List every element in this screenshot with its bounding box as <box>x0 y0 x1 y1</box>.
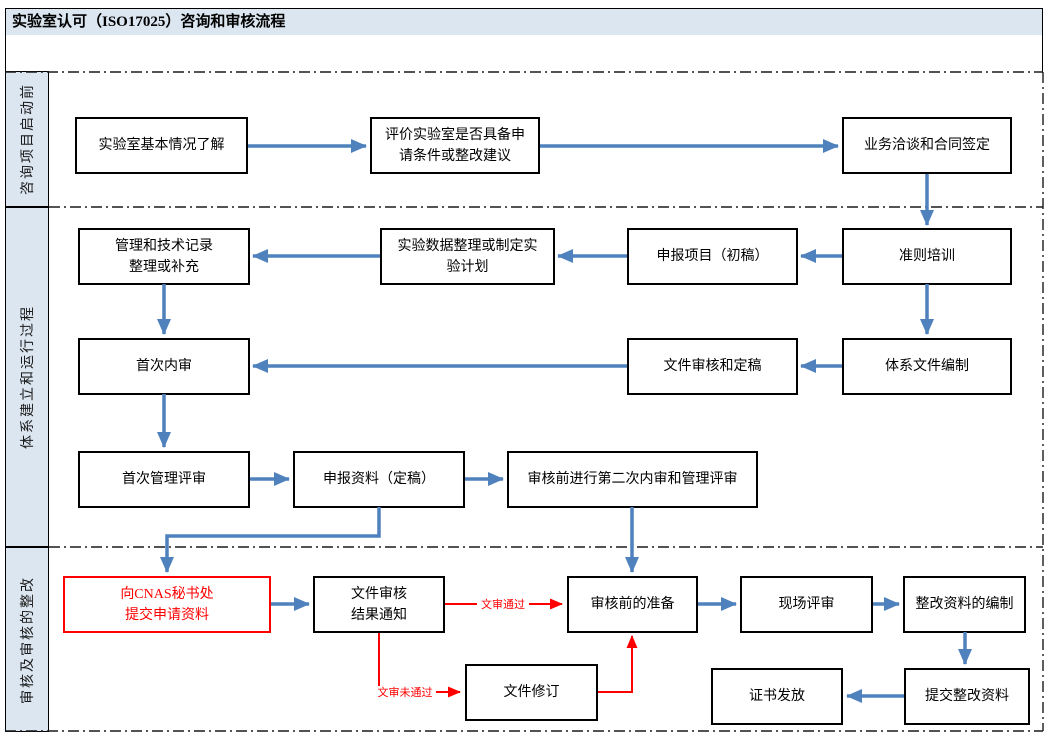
node-certificate-issuance: 证书发放 <box>711 668 843 725</box>
node-document-revision: 文件修订 <box>465 664 598 721</box>
node-first-management-review: 首次管理评审 <box>78 451 250 508</box>
node-application-draft: 申报项目（初稿） <box>627 228 798 285</box>
node-experiment-data-plan: 实验数据整理或制定实 验计划 <box>380 228 555 285</box>
lane-label-text: 咨询项目启动前 <box>21 83 36 195</box>
node-submit-to-cnas: 向CNAS秘书处 提交申请资料 <box>63 576 271 633</box>
lane-label-text: 体系建立和运行过程 <box>21 305 36 449</box>
lane-label-system-setup-operation: 体系建立和运行过程 <box>5 207 49 547</box>
edge-label-doc-review-fail: 文审未通过 <box>378 685 433 699</box>
header-empty-row <box>5 35 1043 72</box>
edge-f1-e3-return <box>598 635 638 693</box>
node-pre-audit-preparation: 审核前的准备 <box>567 576 698 633</box>
lane-label-audit-rectification: 审核及审核的整改 <box>5 547 49 732</box>
node-application-final: 申报资料（定稿） <box>293 451 465 508</box>
page-title: 实验室认可（ISO17025）咨询和审核流程 <box>5 8 1043 36</box>
edge-d2-e1 <box>160 507 381 573</box>
node-document-review-result: 文件审核 结果通知 <box>313 576 445 633</box>
node-business-negotiation: 业务洽谈和合同签定 <box>842 117 1012 174</box>
node-records-supplement: 管理和技术记录 整理或补充 <box>78 228 250 285</box>
node-criteria-training: 准则培训 <box>842 228 1012 285</box>
node-system-document-compilation: 体系文件编制 <box>842 338 1012 395</box>
edge-label-doc-review-pass: 文审通过 <box>481 597 525 611</box>
node-onsite-assessment: 现场评审 <box>740 576 873 633</box>
lane-label-before-project-start: 咨询项目启动前 <box>5 71 49 207</box>
node-second-internal-audit-review: 审核前进行第二次内审和管理评审 <box>507 451 758 508</box>
edge-label-bg-pass <box>477 597 529 611</box>
node-submit-rectification-material: 提交整改资料 <box>904 668 1030 725</box>
lane-label-text: 审核及审核的整改 <box>21 575 36 704</box>
node-lab-overview: 实验室基本情况了解 <box>75 117 248 174</box>
node-rectification-material-compilation: 整改资料的编制 <box>903 576 1026 633</box>
node-first-internal-audit: 首次内审 <box>78 338 250 395</box>
node-document-review-finalize: 文件审核和定稿 <box>627 338 798 395</box>
edge-e2-f1-fail <box>378 633 461 698</box>
edge-label-bg-fail <box>374 686 436 699</box>
node-eligibility-evaluation: 评价实验室是否具备申 请条件或整改建议 <box>370 117 540 174</box>
